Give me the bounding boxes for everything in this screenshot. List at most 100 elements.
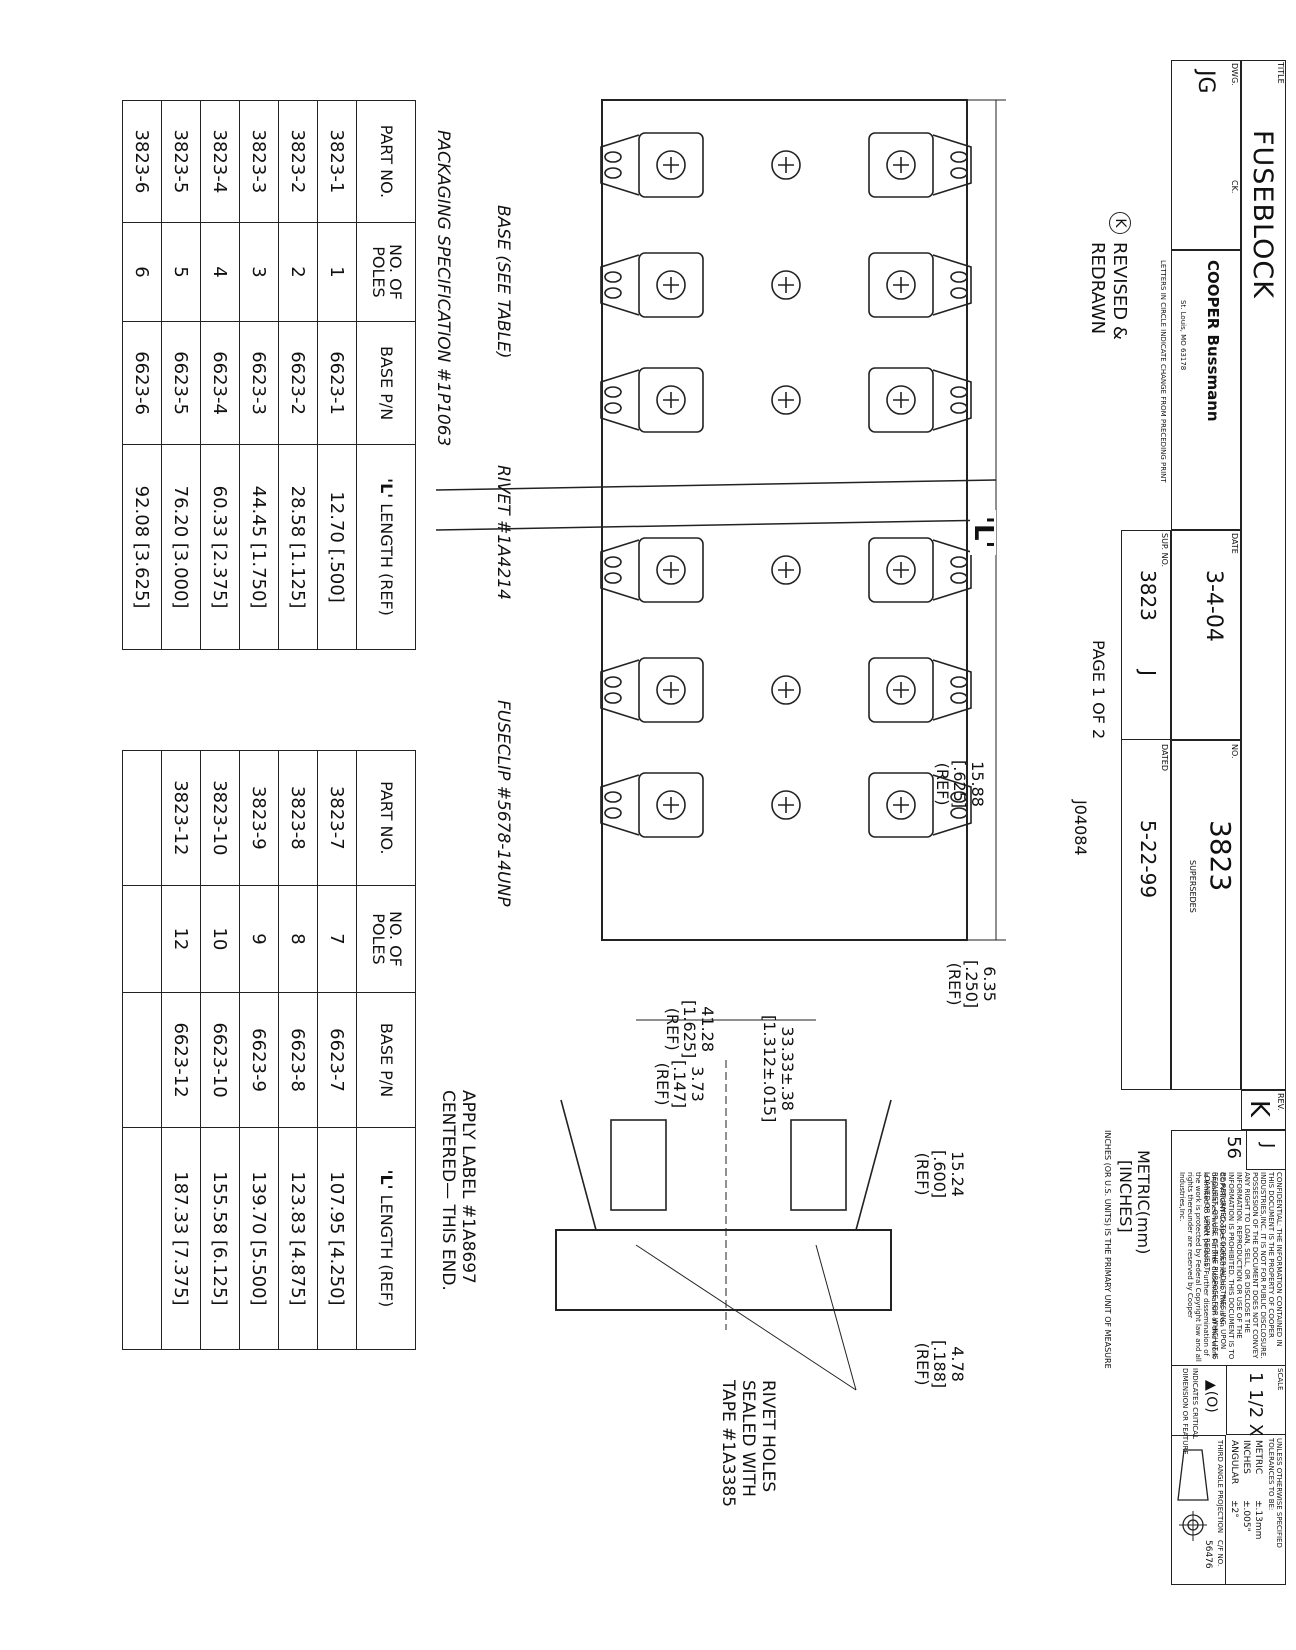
fuseclip-slot xyxy=(604,271,622,283)
fuseclip-tab xyxy=(600,134,640,196)
rivet-cross xyxy=(893,682,909,698)
fuseclip-slot xyxy=(604,167,622,179)
fuseclip xyxy=(868,772,934,838)
col-length: 'L' LENGTH (REF) xyxy=(356,444,416,650)
mount-hole xyxy=(771,675,801,705)
fuseclip-tab xyxy=(932,134,972,196)
cell-poles xyxy=(122,885,162,993)
table-row xyxy=(122,750,162,1350)
cell-part: 3823-5 xyxy=(161,100,201,223)
cell-poles: 3 xyxy=(239,222,279,322)
cell-base: 6623-3 xyxy=(239,321,279,445)
fuseclip-slot xyxy=(950,807,968,819)
cell-part: 3823-10 xyxy=(200,750,240,886)
mount-hole-cross xyxy=(778,277,794,293)
mount-hole-cross xyxy=(778,392,794,408)
cell-poles: 10 xyxy=(200,885,240,993)
fuseclip-slot xyxy=(604,287,622,299)
fuseclip-slot xyxy=(950,791,968,803)
dim-rivet-gap: 3.73 [.147] (REF) xyxy=(653,1060,707,1108)
cell-length: 76.20 [3.000] xyxy=(161,444,201,650)
rivet xyxy=(656,675,686,705)
col-length-symbol: 'L' xyxy=(377,1169,397,1190)
cell-poles: 6 xyxy=(122,222,162,322)
cell-length: 60.33 [2.375] xyxy=(200,444,240,650)
col-part-no: PART NO. xyxy=(356,100,416,223)
dim-rivet-gap-mm: 3.73 xyxy=(688,1066,707,1102)
cell-length: 107.95 [4.250] xyxy=(317,1127,357,1350)
callout-packaging: PACKAGING SPECIFICATION #1P1063 xyxy=(433,130,453,447)
rivet-cross xyxy=(663,157,679,173)
fuseclip-tab xyxy=(932,369,972,431)
fuseclip-slot xyxy=(604,386,622,398)
cell-poles: 1 xyxy=(317,222,357,322)
callout-label-1: APPLY LABEL #1A8697 xyxy=(458,1090,478,1284)
fuseclip xyxy=(868,657,934,723)
fuseclip xyxy=(638,657,704,723)
cell-base: 6623-9 xyxy=(239,992,279,1128)
fuseclip xyxy=(638,772,704,838)
fuseclip-tab xyxy=(600,774,640,836)
fuseclip-slot xyxy=(604,791,622,803)
cell-length: 92.08 [3.625] xyxy=(122,444,162,650)
cell-base: 6623-10 xyxy=(200,992,240,1128)
fuseclip-slot xyxy=(950,572,968,584)
cell-poles: 2 xyxy=(278,222,318,322)
rivet-cross xyxy=(663,562,679,578)
callout-rivet-holes-1: RIVET HOLES xyxy=(758,1380,778,1493)
rivet-cross xyxy=(663,797,679,813)
fuseclip-slot xyxy=(604,807,622,819)
cell-base: 6623-12 xyxy=(161,992,201,1128)
fuseclip-tab xyxy=(932,254,972,316)
projection-symbol-icon xyxy=(1177,1449,1209,1541)
fuseclip-tab xyxy=(932,774,972,836)
mount-hole-cross xyxy=(778,562,794,578)
fuseclip-tab xyxy=(600,659,640,721)
mount-hole xyxy=(771,270,801,300)
fuseclip-slot xyxy=(604,676,622,688)
mount-hole-cross xyxy=(778,682,794,698)
cell-base: 6623-2 xyxy=(278,321,318,445)
cell-base: 6623-7 xyxy=(317,992,357,1128)
col-base-pn: BASE P/N xyxy=(356,992,416,1128)
dim-height-in: [.600] xyxy=(930,1150,950,1199)
cell-base: 6623-8 xyxy=(278,992,318,1128)
rivet xyxy=(656,270,686,300)
cell-part: 3823-6 xyxy=(122,100,162,223)
cell-part: 3823-3 xyxy=(239,100,279,223)
rivet xyxy=(886,270,916,300)
dim-base-thick-in: [.188] xyxy=(930,1340,950,1389)
callout-rivet-holes-2: SEALED WITH xyxy=(738,1380,758,1497)
cell-base: 6623-6 xyxy=(122,321,162,445)
col-poles-line2: POLES xyxy=(369,913,388,965)
cell-part: 3823-7 xyxy=(317,750,357,886)
fuseclip-slot xyxy=(950,692,968,704)
fuseclip-tab xyxy=(600,539,640,601)
cell-length: 44.45 [1.750] xyxy=(239,444,279,650)
cell-part xyxy=(122,750,162,886)
col-poles-line1: NO. OF xyxy=(385,910,405,967)
cell-length: 12.70 [.500] xyxy=(317,444,357,650)
mount-hole xyxy=(771,790,801,820)
mount-hole-cross xyxy=(778,157,794,173)
callout-rivet: RIVET #1A4214 xyxy=(493,465,513,600)
cell-poles: 8 xyxy=(278,885,318,993)
rivet xyxy=(656,790,686,820)
title-block: TITLE FUSEBLOCK REV. K DWG. JG CK. COOPE… xyxy=(1041,60,1286,1585)
cell-part: 3823-4 xyxy=(200,100,240,223)
fuseclip xyxy=(638,132,704,198)
rivet-cross xyxy=(663,277,679,293)
col-poles-line1: NO. OF xyxy=(385,244,405,300)
